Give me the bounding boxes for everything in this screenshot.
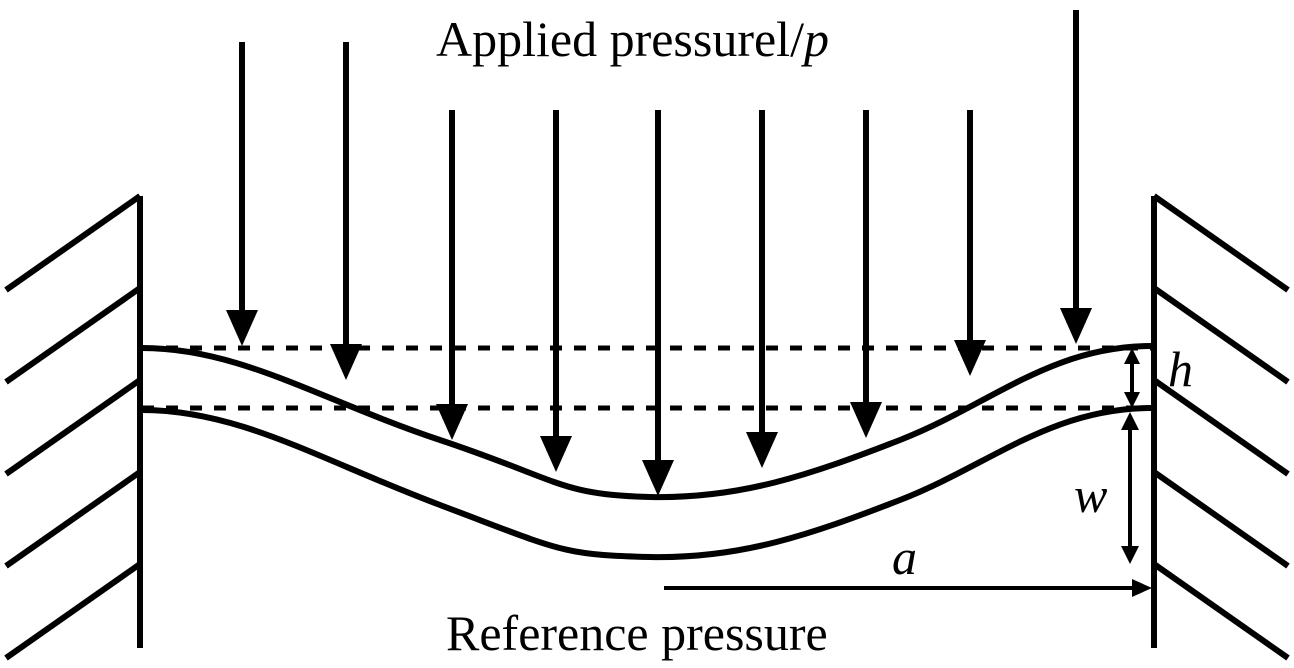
pressure-arrow: [850, 110, 882, 438]
thickness-dimension-arrow: [1124, 348, 1140, 408]
left-wall-hatch: [4, 193, 142, 293]
pressure-arrow: [540, 110, 572, 472]
membrane-top-surface: [139, 343, 1155, 501]
pressure-arrow: [746, 110, 778, 468]
right-wall-hatch: [1152, 193, 1290, 293]
right-wall-hatch: [1152, 469, 1290, 569]
pressure-arrows: [226, 10, 1092, 496]
pressure-variable: p: [803, 11, 829, 67]
membrane-bottom-surface: [139, 405, 1155, 561]
undeformed-reference-lines: [142, 345, 1152, 411]
left-wall-hatch: [4, 285, 142, 385]
pressure-arrow: [642, 110, 674, 496]
deflection-label: w: [1074, 467, 1108, 523]
right-wall: [1151, 193, 1290, 661]
left-wall: [4, 193, 143, 661]
pressure-arrow: [330, 42, 362, 380]
thickness-label: h: [1168, 341, 1193, 397]
pressure-arrow: [226, 42, 258, 346]
left-wall-hatch: [4, 469, 142, 569]
deflection-dimension-arrow: [1121, 412, 1139, 564]
left-wall-hatch: [4, 561, 142, 661]
pressure-arrow: [1060, 10, 1092, 344]
pressure-arrow: [954, 110, 986, 376]
right-wall-hatch: [1152, 285, 1290, 385]
reference-pressure-label: Reference pressure: [446, 605, 828, 661]
deflected-membrane: [139, 343, 1155, 561]
radius-label: a: [892, 529, 917, 585]
applied-pressure-label: Applied pressurel/p: [436, 14, 829, 64]
pressure-arrow: [436, 110, 468, 440]
right-wall-hatch: [1152, 561, 1290, 661]
applied-pressure-text: Applied pressurel/: [436, 11, 804, 67]
radius-dimension-arrow: [664, 579, 1152, 597]
left-wall-hatch: [4, 377, 142, 477]
right-wall-hatch: [1152, 377, 1290, 477]
